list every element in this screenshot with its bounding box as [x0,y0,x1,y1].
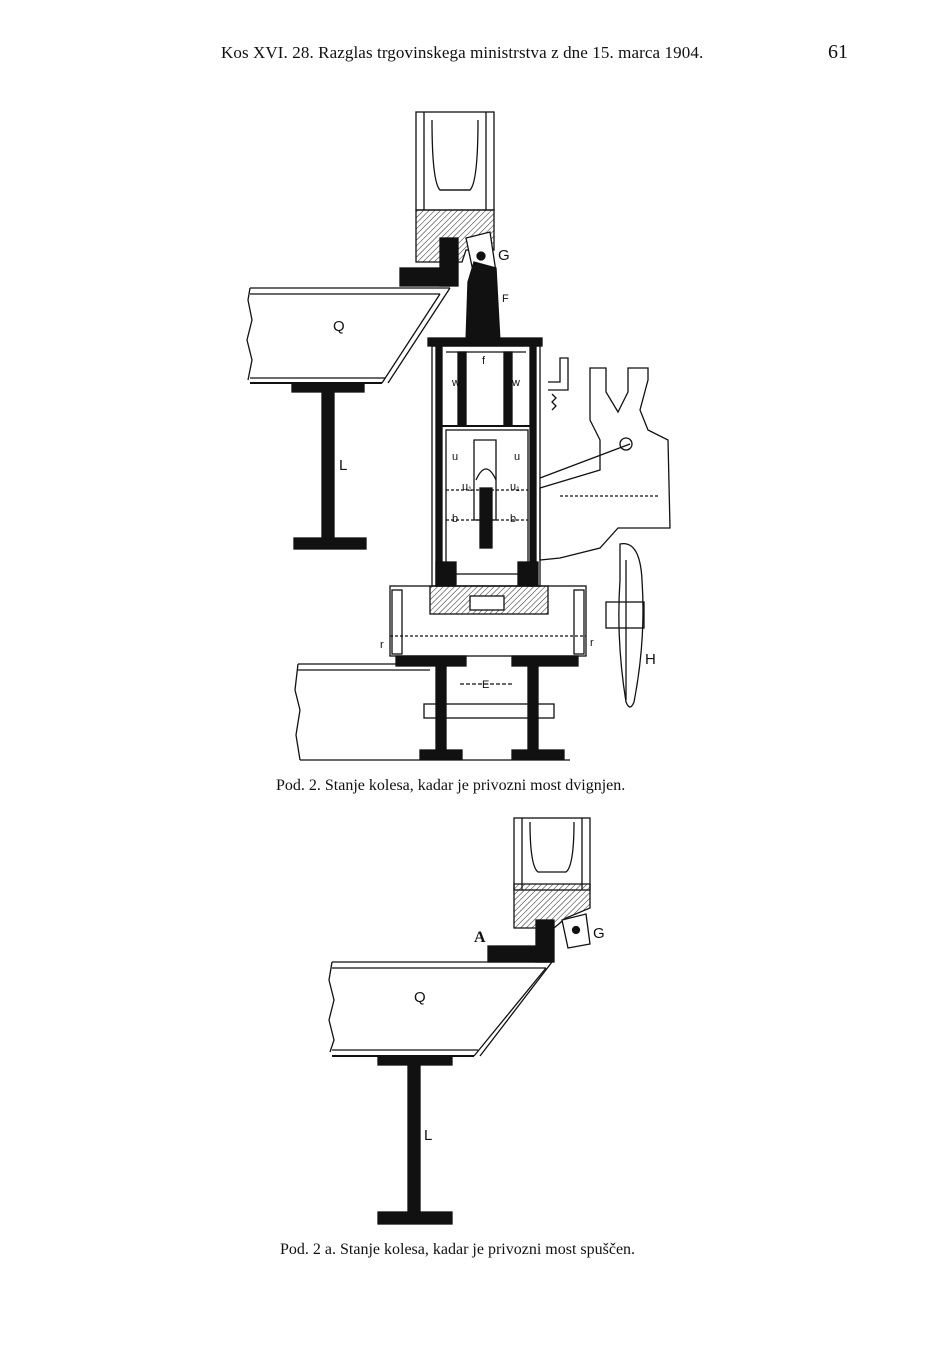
fig1-label-u1-right: u₁ [510,481,520,493]
fig1-handwheel [605,543,645,708]
fig1-top-wheel [399,111,497,287]
fig1-label-h: H [645,651,656,668]
figure-2a-caption-text: Stanje kolesa, kadar je privozni most sp… [340,1241,636,1258]
fig1-label-f-small: f [482,355,486,367]
fig1-label-w-right: w [511,377,520,389]
fig1-housing [427,337,543,587]
figure-2a-caption: Pod. 2 a. Stanje kolesa, kadar je privoz… [280,1241,635,1259]
fig1-label-u-left: u [452,451,458,463]
fig1-label-l: L [339,457,347,474]
fig1-label-r-right: r [590,637,594,649]
running-title: Kos XVI. 28. Razglas trgovinskega minist… [221,43,704,62]
fig1-axle [389,585,587,667]
fig1-l-column [293,391,367,550]
fig1-label-q: Q [333,318,345,335]
fig1-label-b-left: b [452,513,458,525]
page-number: 61 [828,41,848,63]
fig1-right-bracket [539,357,671,561]
fig1-label-g: G [498,247,510,264]
figure-1-drawing [246,111,671,761]
fig2a-label-l: L [424,1127,432,1144]
fig1-label-w-left: w [451,377,460,389]
fig1-label-e: E [482,679,489,691]
fig1-label-u1-left: u₁ [462,481,472,493]
figure-1-labels: G F Q L f w w u u u₁ u₁ b b r r E H [333,247,656,691]
figure-1-caption-prefix: Pod. 2. [276,777,321,794]
figure-1-caption-text: Stanje kolesa, kadar je privozni most dv… [324,777,626,794]
fig2a-top-wheel [487,817,591,963]
fig2a-q-girder [328,961,553,1066]
fig1-label-u-right: u [514,451,520,463]
fig1-f-lever [465,261,501,343]
fig2a-label-a: A [474,929,486,946]
figure-1-caption: Pod. 2. Stanje kolesa, kadar je privozni… [276,777,625,795]
fig1-bottom-rails [294,663,570,761]
fig1-label-b-right: b [510,513,516,525]
figure-2a-drawing [328,817,591,1225]
fig1-q-girder [246,287,451,393]
fig2a-label-q: Q [414,989,426,1006]
figure-2a-labels: A G Q L [414,925,605,1144]
fig1-label-f: F [502,293,509,305]
fig1-label-r-left: r [380,639,384,651]
figure-2a-caption-prefix: Pod. 2 a. [280,1241,336,1258]
fig2a-label-g: G [593,925,605,942]
fig2a-l-column [377,1064,453,1225]
